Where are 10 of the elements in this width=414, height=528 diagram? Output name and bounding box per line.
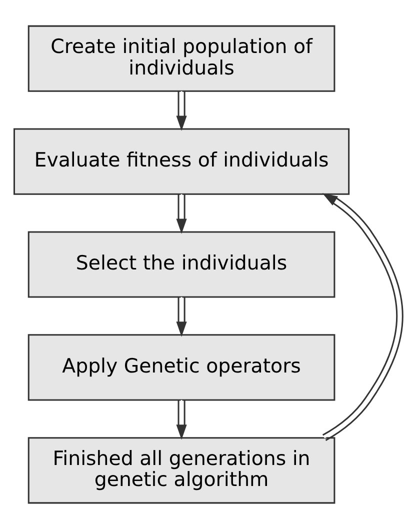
node-box: Evaluate fitness of individuals	[13, 128, 350, 194]
arrow	[176, 90, 187, 130]
arrow	[176, 296, 187, 336]
arrow	[176, 400, 187, 440]
node-box: Create initial population of individuals	[28, 24, 336, 92]
node-box: Finished all generations in genetic algorithm	[28, 436, 336, 504]
node-box: Select the individuals	[28, 230, 336, 298]
node-box: Apply Genetic operators	[28, 334, 336, 400]
arrow	[322, 192, 404, 440]
arrow	[176, 194, 187, 234]
